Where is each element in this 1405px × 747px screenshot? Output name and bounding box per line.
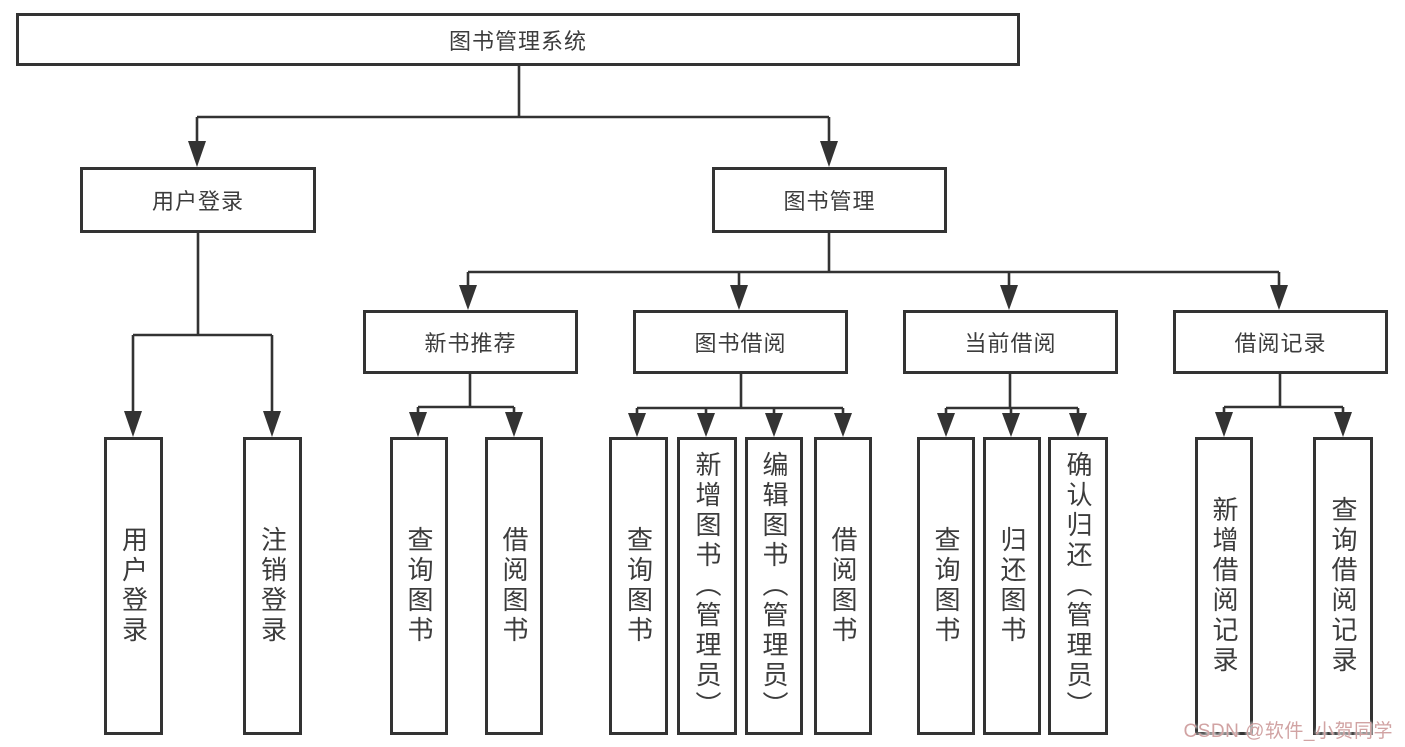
- node-new-book-recommend: 新书推荐: [363, 310, 578, 374]
- leaf-confirm-return-admin: 确认归还（管理员）: [1048, 437, 1108, 735]
- leaf-user-login: 用户登录: [104, 437, 163, 735]
- node-label: 查询图书: [623, 526, 654, 646]
- node-label: 借阅图书: [499, 526, 529, 646]
- node-borrow-records: 借阅记录: [1173, 310, 1388, 374]
- node-label: 查询图书: [931, 526, 961, 646]
- leaf-add-book-admin: 新增图书（管理员）: [677, 437, 737, 735]
- node-label: 用户登录: [151, 189, 244, 214]
- leaf-borrow-book-recommend: 借阅图书: [485, 437, 543, 735]
- leaf-query-book-recommend: 查询图书: [390, 437, 448, 735]
- node-label: 编辑图书（管理员）: [759, 451, 789, 721]
- node-label: 注销登录: [257, 526, 288, 646]
- node-label: 图书借阅: [694, 331, 787, 356]
- node-label: 查询图书: [404, 526, 434, 646]
- leaf-logout: 注销登录: [243, 437, 302, 735]
- node-label: 用户登录: [118, 526, 149, 646]
- node-label: 新增借阅记录: [1209, 496, 1239, 676]
- node-label: 当前借阅: [964, 331, 1057, 356]
- csdn-watermark: CSDN @软件_小贺同学: [1183, 721, 1393, 742]
- leaf-query-borrow-record: 查询借阅记录: [1313, 437, 1373, 735]
- node-label: 新增图书（管理员）: [692, 451, 722, 721]
- node-label: 借阅记录: [1234, 331, 1327, 356]
- node-label: 图书管理系统: [448, 28, 587, 54]
- node-current-borrow: 当前借阅: [903, 310, 1118, 374]
- node-label: 图书管理: [783, 189, 876, 214]
- node-label: 新书推荐: [424, 331, 517, 356]
- node-book-management: 图书管理: [712, 167, 947, 233]
- node-book-borrow: 图书借阅: [633, 310, 848, 374]
- leaf-query-book-borrow: 查询图书: [609, 437, 668, 735]
- node-label: 确认归还（管理员）: [1063, 451, 1093, 721]
- leaf-edit-book-admin: 编辑图书（管理员）: [745, 437, 803, 735]
- node-label: 借阅图书: [828, 526, 858, 646]
- leaf-return-book: 归还图书: [983, 437, 1041, 735]
- leaf-add-borrow-record: 新增借阅记录: [1195, 437, 1253, 735]
- node-root-library-system: 图书管理系统: [16, 13, 1020, 66]
- leaf-borrow-book: 借阅图书: [814, 437, 872, 735]
- node-user-login: 用户登录: [80, 167, 316, 233]
- node-label: 查询借阅记录: [1328, 496, 1358, 676]
- leaf-query-book-current: 查询图书: [917, 437, 975, 735]
- node-label: 归还图书: [997, 526, 1027, 646]
